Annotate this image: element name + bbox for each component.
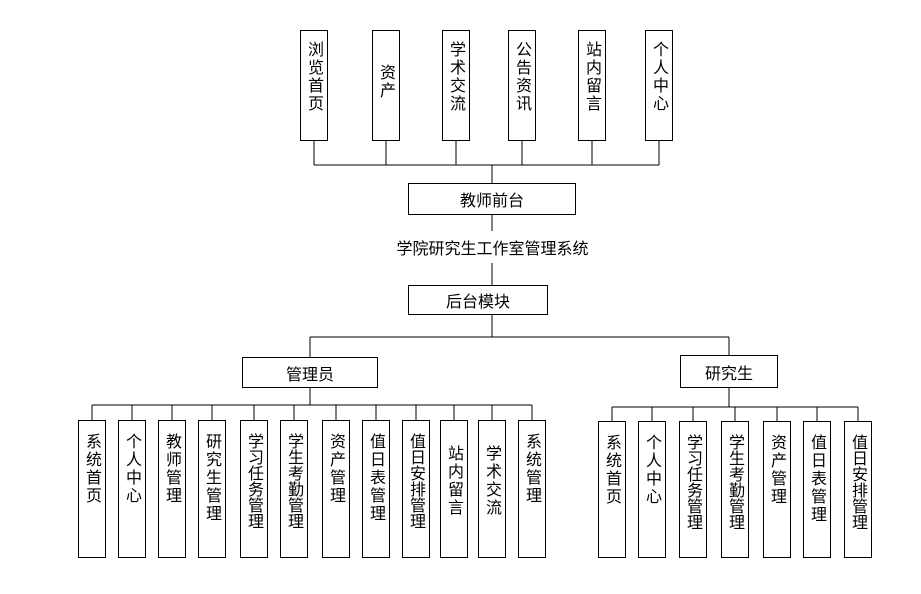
student-module-label: 个人中心: [643, 434, 662, 506]
student-module: 资产管理: [763, 421, 791, 558]
student-module-label: 资产管理: [768, 434, 787, 506]
admin-module: 系统首页: [78, 420, 106, 558]
admin-module: 系统管理: [518, 420, 546, 558]
admin-module-label: 学生考勤管理: [285, 433, 304, 529]
connector-frontend-bus: [313, 140, 660, 183]
root-node-label: 学院研究生工作室管理系统: [396, 239, 589, 258]
admin-module: 研究生管理: [198, 420, 226, 558]
admin-module: 值日安排管理: [402, 420, 430, 558]
admin-module: 站内留言: [440, 420, 468, 558]
student-module-label: 学习任务管理: [684, 434, 703, 530]
admin-module-label: 个人中心: [123, 433, 142, 505]
frontend-module-label: 资产: [377, 64, 396, 100]
student-module: 值日安排管理: [844, 421, 872, 558]
student-node: 研究生: [680, 355, 778, 388]
admin-module-label: 研究生管理: [203, 433, 222, 523]
student-node-label: 研究生: [704, 363, 753, 383]
admin-module-label: 系统首页: [83, 433, 102, 505]
frontend-module-news: 公告资讯: [508, 30, 536, 141]
admin-module-label: 学习任务管理: [245, 433, 264, 529]
admin-module-label: 站内留言: [445, 445, 464, 517]
frontend-module-label: 学术交流: [447, 41, 466, 113]
student-module: 学习任务管理: [679, 421, 707, 558]
frontend-module-label: 浏览首页: [305, 41, 324, 113]
student-module: 个人中心: [638, 421, 666, 558]
frontend-module-label: 公告资讯: [513, 41, 532, 113]
admin-module-label: 资产管理: [327, 433, 346, 505]
connector-role-split: [309, 315, 730, 357]
frontend-module-assets: 资产: [372, 30, 400, 141]
frontend-node: 教师前台: [408, 183, 576, 215]
admin-node: 管理员: [242, 357, 378, 388]
frontend-module-academic: 学术交流: [442, 30, 470, 141]
root-node: 学院研究生工作室管理系统: [385, 231, 600, 263]
admin-module: 教师管理: [158, 420, 186, 558]
frontend-module-label: 个人中心: [650, 41, 669, 113]
student-module: 学生考勤管理: [721, 421, 749, 558]
admin-module-label: 值日表管理: [367, 433, 386, 523]
connector-student-bus: [611, 388, 859, 421]
admin-module: 学术交流: [478, 420, 506, 558]
admin-module: 资产管理: [322, 420, 350, 558]
admin-module: 值日表管理: [362, 420, 390, 558]
student-module-label: 值日表管理: [808, 434, 827, 524]
admin-module: 学习任务管理: [240, 420, 268, 558]
frontend-node-label: 教师前台: [459, 191, 524, 210]
admin-module: 个人中心: [118, 420, 146, 558]
connector-admin-bus: [91, 388, 533, 420]
backend-node-label: 后台模块: [445, 292, 510, 311]
student-module-label: 学生考勤管理: [726, 434, 745, 530]
frontend-module-label: 站内留言: [583, 41, 602, 113]
admin-module-label: 教师管理: [163, 433, 182, 505]
frontend-module-home: 浏览首页: [300, 30, 328, 141]
frontend-module-messages: 站内留言: [578, 30, 606, 141]
admin-node-label: 管理员: [285, 364, 334, 384]
student-module: 系统首页: [598, 421, 626, 558]
admin-module: 学生考勤管理: [280, 420, 308, 558]
student-module-label: 系统首页: [603, 434, 622, 506]
admin-module-label: 学术交流: [483, 445, 502, 517]
admin-module-label: 值日安排管理: [407, 433, 426, 529]
student-module: 值日表管理: [803, 421, 831, 558]
frontend-module-profile: 个人中心: [645, 30, 673, 141]
admin-module-label: 系统管理: [523, 433, 542, 505]
backend-node: 后台模块: [408, 285, 548, 315]
student-module-label: 值日安排管理: [849, 434, 868, 530]
